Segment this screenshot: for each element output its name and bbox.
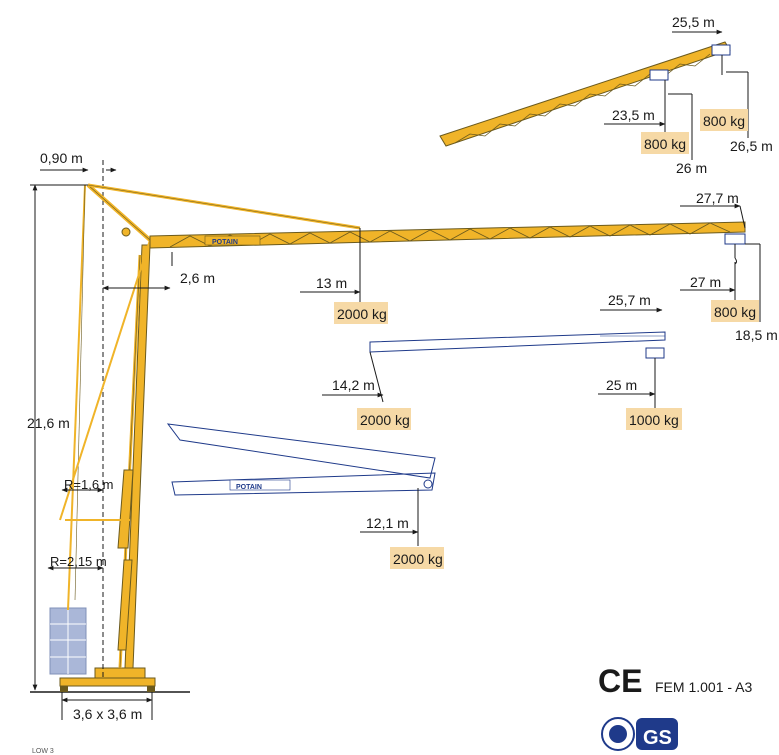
reduced-jib — [369, 331, 666, 372]
folded-jib: POTAIN — [166, 423, 436, 496]
horizontal-height-label: 18,5 m — [735, 327, 778, 343]
top-offset-label: 0,90 m — [40, 150, 83, 166]
folded-radius-label: 12,1 m — [366, 515, 409, 531]
inclined-tip-load-label: 800 kg — [703, 113, 745, 129]
inclined-trolley-height-label: 26 m — [676, 160, 707, 176]
gs-mark: GS — [643, 727, 672, 749]
ce-mark: CE — [598, 663, 642, 699]
height-label: 21,6 m — [27, 415, 70, 431]
ballast-blocks — [49, 607, 87, 675]
gs-seal: GS — [601, 717, 678, 751]
fem-norm-label: FEM 1.001 - A3 — [655, 679, 752, 695]
inclined-tip-height-label: 26,5 m — [730, 138, 773, 154]
jib-brand-label: POTAIN — [212, 239, 238, 246]
load-label-boxes — [334, 109, 759, 569]
crane-base — [59, 667, 156, 692]
reduced-mid-load-label: 2000 kg — [360, 412, 410, 428]
inclined-tip-radius-label: 25,5 m — [672, 14, 715, 30]
axis-line-3 — [74, 184, 86, 601]
inclined-jib — [439, 41, 731, 147]
radius-2-label: R=2,15 m — [50, 554, 107, 569]
axis-line-2 — [67, 184, 86, 611]
footer-code: LOW 3 — [32, 748, 54, 755]
reduced-mid-radius-label: 14,2 m — [332, 377, 375, 393]
main-jib: POTAIN — [149, 221, 746, 266]
horizontal-mid-load-label: 2000 kg — [337, 306, 387, 322]
crane-mast — [117, 244, 151, 669]
base-label: 3,6 x 3,6 m — [73, 706, 142, 722]
horizontal-mid-radius-label: 13 m — [316, 275, 347, 291]
folded-jib-brand-label: POTAIN — [236, 484, 262, 491]
dimension-lines — [30, 29, 761, 720]
reduced-tip-radius-label: 25,7 m — [608, 292, 651, 308]
folded-load-label: 2000 kg — [393, 551, 443, 567]
horizontal-tip-load-label: 800 kg — [714, 304, 756, 320]
horizontal-inner-radius-label: 27 m — [690, 274, 721, 290]
horizontal-tip-radius-label: 27,7 m — [696, 190, 739, 206]
inclined-trolley-load-label: 800 kg — [644, 136, 686, 152]
reduced-hook-load-label: 1000 kg — [629, 412, 679, 428]
radius-1-label: R=1,6 m — [64, 477, 114, 492]
inclined-trolley-radius-label: 23,5 m — [612, 107, 655, 123]
reduced-hook-radius-label: 25 m — [606, 377, 637, 393]
mast-offset-label: 2,6 m — [180, 270, 215, 286]
